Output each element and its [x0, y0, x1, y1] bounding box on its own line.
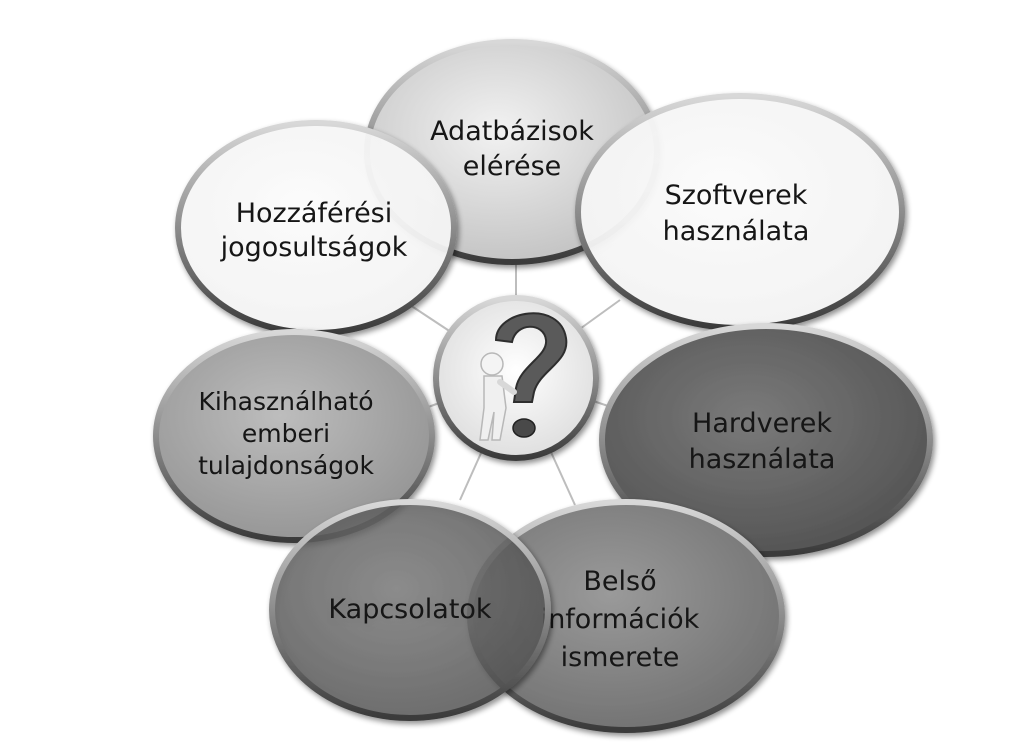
node-kapcsolatok-label: Kapcsolatok: [328, 594, 491, 625]
node-hardverek-hasznalata: Hardverek használata: [599, 323, 933, 557]
node-belso-line3: ismerete: [561, 642, 680, 673]
node-adatbazisok-line1: Adatbázisok: [430, 116, 594, 147]
node-kihasznalhato-line2: emberi: [242, 419, 330, 448]
node-szoftverek-hasznalata: Szoftverek használata: [575, 93, 905, 331]
center-hub: [433, 295, 599, 461]
node-kihasznalhato-emberi-tulajdonsagok: Kihasználható emberi tulajdonságok: [153, 329, 435, 543]
node-belso-line1: Belső: [583, 566, 656, 597]
node-kapcsolatok: Kapcsolatok: [269, 499, 551, 721]
node-adatbazisok-line2: elérése: [463, 151, 562, 182]
node-hardverek-line1: Hardverek: [692, 408, 832, 439]
node-hardverek-line2: használata: [689, 444, 836, 475]
node-belso-line2: információk: [541, 604, 700, 635]
node-szoftverek-line2: használata: [663, 216, 810, 247]
node-belso-informaciok-ismerete: Belső információk ismerete: [467, 499, 785, 733]
node-hozzaferesi-jogosultsagok: Hozzáférési jogosultságok: [175, 120, 457, 336]
node-hozzaferesi-line1: Hozzáférési: [236, 198, 393, 229]
node-kihasznalhato-line1: Kihasználható: [198, 387, 373, 416]
node-szoftverek-line1: Szoftverek: [665, 180, 808, 211]
figure-leaning-on-question-mark-icon: [479, 312, 568, 441]
node-hozzaferesi-line2: jogosultságok: [220, 232, 408, 263]
node-kihasznalhato-line3: tulajdonságok: [198, 451, 374, 480]
